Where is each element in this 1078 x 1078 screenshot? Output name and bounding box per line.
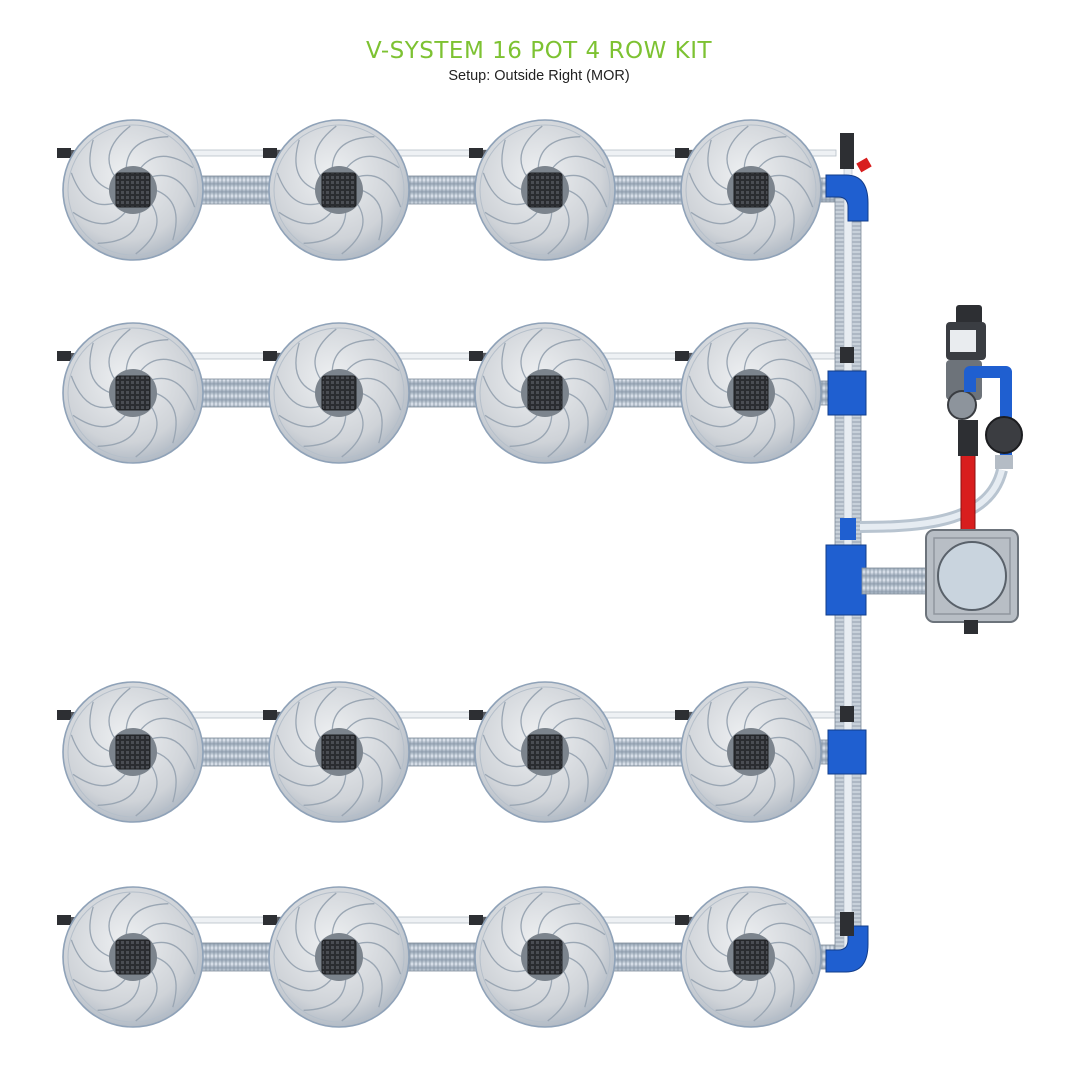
pot-icon [268,119,410,261]
pot-icon [474,119,616,261]
reservoir-tee [825,544,867,616]
drain-hose [198,378,274,408]
net-cup-icon [321,734,357,770]
drain-hose [404,737,480,767]
drain-hose [610,175,686,205]
drain-hose [610,942,686,972]
net-cup-icon [733,375,769,411]
drain-hose [610,737,686,767]
pot-row [57,681,841,823]
net-cup-icon [527,939,563,975]
feed-tee-icon [840,347,854,363]
pump-outlet-pipe [960,454,976,531]
net-cup-icon [115,939,151,975]
drain-hose [198,942,274,972]
feed-tee-icon [840,133,854,169]
net-cup-icon [527,172,563,208]
pot-icon [268,322,410,464]
elbow-top [825,174,869,222]
pot-icon [268,681,410,823]
drain-hose [404,175,480,205]
net-cup-icon [527,375,563,411]
drain-hose [404,378,480,408]
feed-tee-icon [840,518,856,540]
net-cup-icon [733,734,769,770]
drain-hose [610,378,686,408]
pot-icon [680,681,822,823]
feed-tee-icon [840,706,854,722]
pot-icon [474,886,616,1028]
end-cap-icon [856,157,872,173]
pot-icon [62,886,204,1028]
net-cup-icon [115,734,151,770]
net-cup-icon [733,172,769,208]
drain-hose [404,942,480,972]
net-cup-icon [733,939,769,975]
pump-feed-hose [859,468,1008,533]
reservoir-icon [925,529,1019,634]
pot-icon [268,886,410,1028]
tee-fitting [827,370,867,416]
net-cup-icon [321,172,357,208]
pot-icon [680,886,822,1028]
pot-row [57,322,841,464]
page-subtitle: Setup: Outside Right (MOR) [448,68,630,84]
page-title: V-SYSTEM 16 POT 4 ROW KIT [365,38,713,64]
pot-icon [680,322,822,464]
pot-icon [474,681,616,823]
tee-fitting [827,729,867,775]
manifold [825,133,872,973]
net-cup-icon [527,734,563,770]
pot-icon [62,322,204,464]
net-cup-icon [115,375,151,411]
pot-icon [680,119,822,261]
feed-tee-icon [840,912,854,936]
net-cup-icon [321,375,357,411]
pot-rows [57,119,841,1028]
drain-hose [198,175,274,205]
pump-plumbing [964,366,1012,458]
pressure-gauge-icon [985,416,1023,469]
pot-icon [474,322,616,464]
drain-hose [198,737,274,767]
net-cup-icon [115,172,151,208]
pot-row [57,119,841,261]
pot-icon [62,681,204,823]
net-cup-icon [321,939,357,975]
reservoir-hose [861,567,933,595]
pot-row [57,886,841,1028]
equipment [859,305,1023,634]
pot-icon [62,119,204,261]
